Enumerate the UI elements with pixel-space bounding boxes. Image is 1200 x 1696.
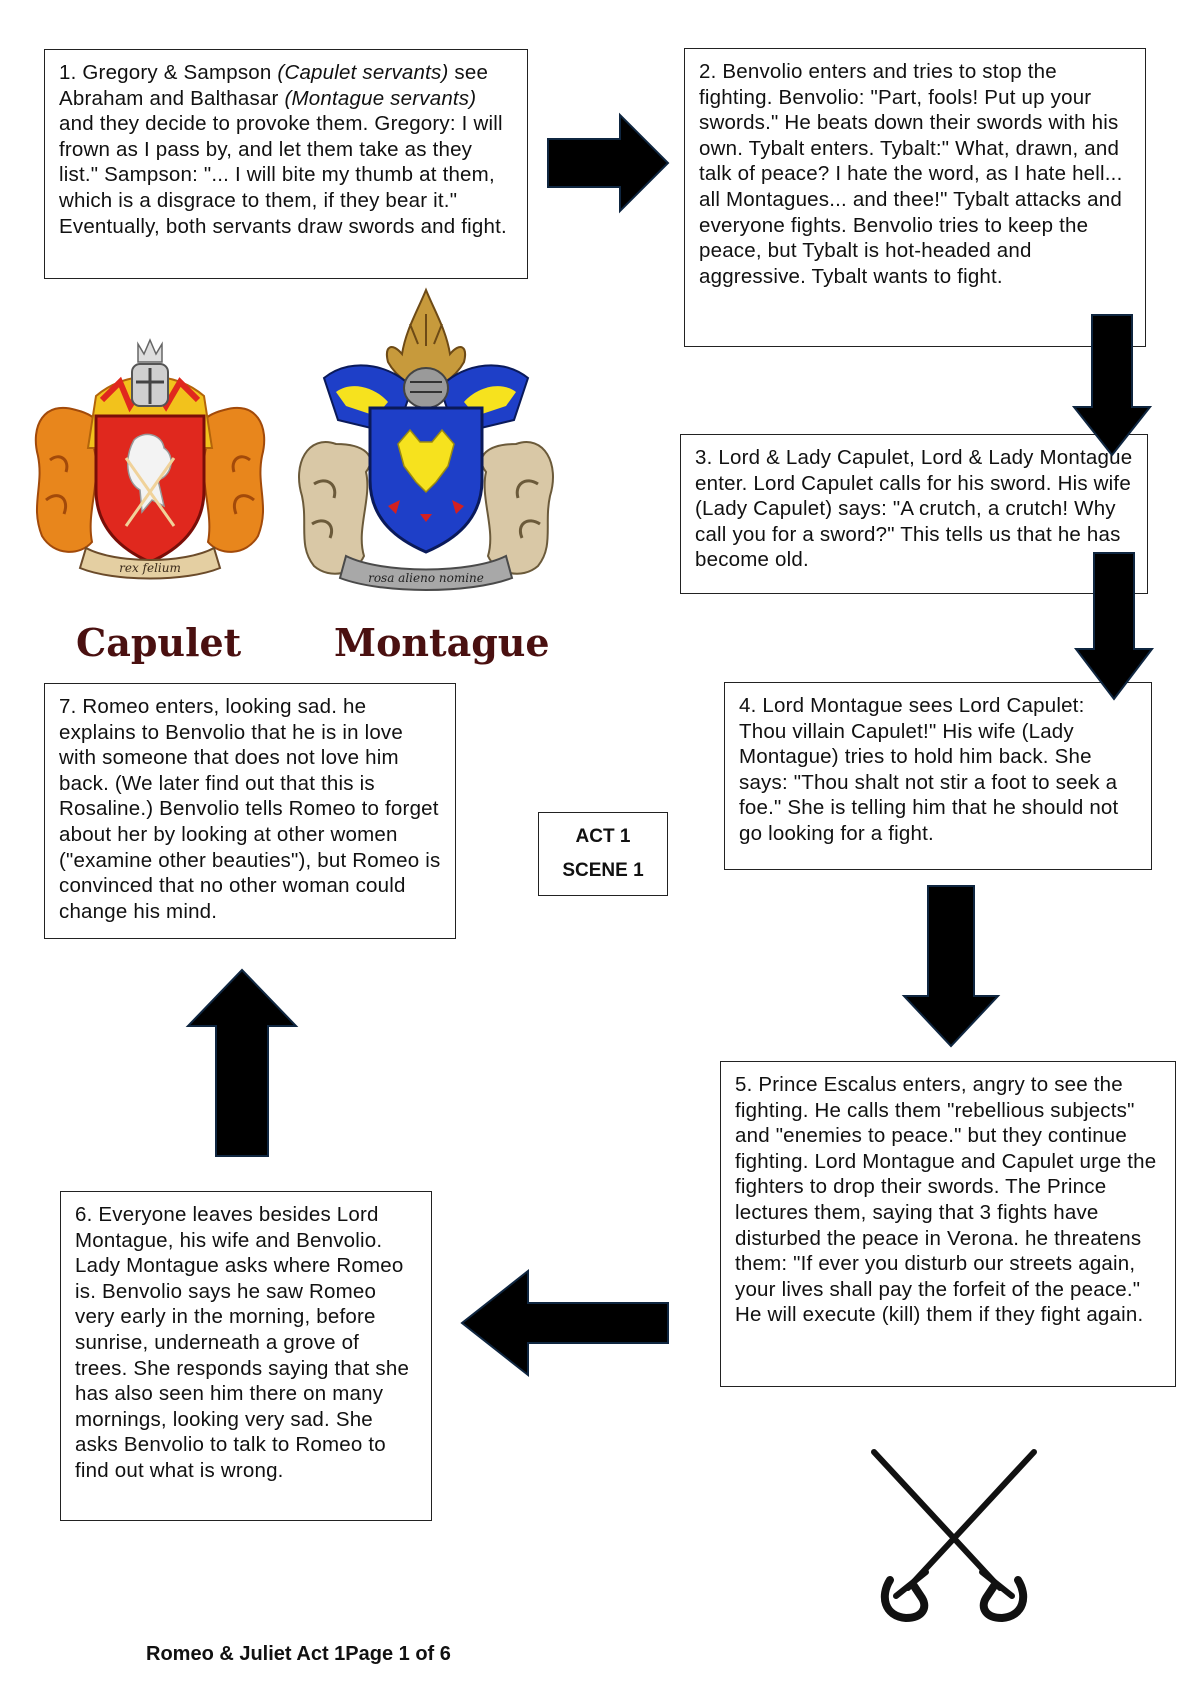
step-7-text: 7. Romeo enters, looking sad. he explain… [59,694,441,924]
step-text-segment: 1. Gregory & Sampson [59,61,278,84]
capulet-lion-left [34,407,102,553]
step-4-box: 4. Lord Montague sees Lord Capulet: Thou… [724,682,1152,870]
montague-label: Montague [334,620,550,665]
step-6-box: 6. Everyone leaves besides Lord Montague… [60,1191,432,1521]
capulet-motto: rex felium [119,561,181,575]
arrow-left-5-to-6 [460,1268,669,1378]
scene-label: SCENE 1 [562,860,644,881]
montague-griffin-right [480,441,554,575]
montague-helmet [403,367,449,409]
step-italic-note: (Capulet servants) [277,61,449,84]
step-italic-note: (Montague servants) [284,86,477,110]
step-text-segment: 4. Lord Montague sees Lord Capulet: Thou… [739,694,1119,845]
act-label: ACT 1 [575,826,631,847]
step-text-segment: 5. Prince Escalus enters, angry to see t… [735,1073,1157,1327]
arrow-down-2-to-3 [1071,314,1153,457]
step-6-text: 6. Everyone leaves besides Lord Montague… [75,1202,417,1484]
act-scene-label: ACT 1 SCENE 1 [538,812,668,896]
arrow-down-4-to-5 [901,885,1001,1048]
capulet-label: Capulet [76,620,242,665]
step-text-segment: 6. Everyone leaves besides Lord Montague… [75,1203,410,1482]
capulet-shield [94,414,206,564]
step-3-box: 3. Lord & Lady Capulet, Lord & Lady Mont… [680,434,1148,594]
arrow-right-1-to-2 [547,112,670,214]
arrow-down-3-to-4 [1073,552,1155,701]
step-1-text: 1. Gregory & Sampson (Capulet servants) … [59,60,513,239]
step-4-text: 4. Lord Montague sees Lord Capulet: Thou… [739,693,1137,847]
montague-shield [368,406,484,554]
step-5-text: 5. Prince Escalus enters, angry to see t… [735,1072,1161,1328]
step-2-text: 2. Benvolio enters and tries to stop the… [699,59,1131,289]
step-text-segment: 3. Lord & Lady Capulet, Lord & Lady Mont… [695,446,1133,572]
step-5-box: 5. Prince Escalus enters, angry to see t… [720,1061,1176,1387]
montague-motto-ribbon: rosa alieno nomine [338,554,514,591]
step-text-segment: 2. Benvolio enters and tries to stop the… [699,60,1123,288]
step-text-segment: 7. Romeo enters, looking sad. he explain… [59,695,441,923]
step-1-box: 1. Gregory & Sampson (Capulet servants) … [44,49,528,279]
step-text-segment: see Abraham and Balthasar [59,61,489,110]
montague-crest: rosa alieno nomine [298,287,554,591]
montague-griffin-left [298,441,372,575]
crossed-swords-icon [871,1449,1037,1623]
montague-motto: rosa alieno nomine [368,571,484,585]
step-2-box: 2. Benvolio enters and tries to stop the… [684,48,1146,347]
capulet-motto-ribbon: rex felium [78,546,222,580]
step-7-box: 7. Romeo enters, looking sad. he explain… [44,683,456,939]
step-text-segment: and they decide to provoke them. Gregory… [59,112,507,238]
step-3-text: 3. Lord & Lady Capulet, Lord & Lady Mont… [695,445,1133,573]
page-footer: Romeo & Juliet Act 1Page 1 of 6 [146,1643,451,1665]
capulet-helmet [131,338,169,407]
arrow-up-6-to-7 [185,968,299,1157]
capulet-crest: rex felium [34,338,266,580]
